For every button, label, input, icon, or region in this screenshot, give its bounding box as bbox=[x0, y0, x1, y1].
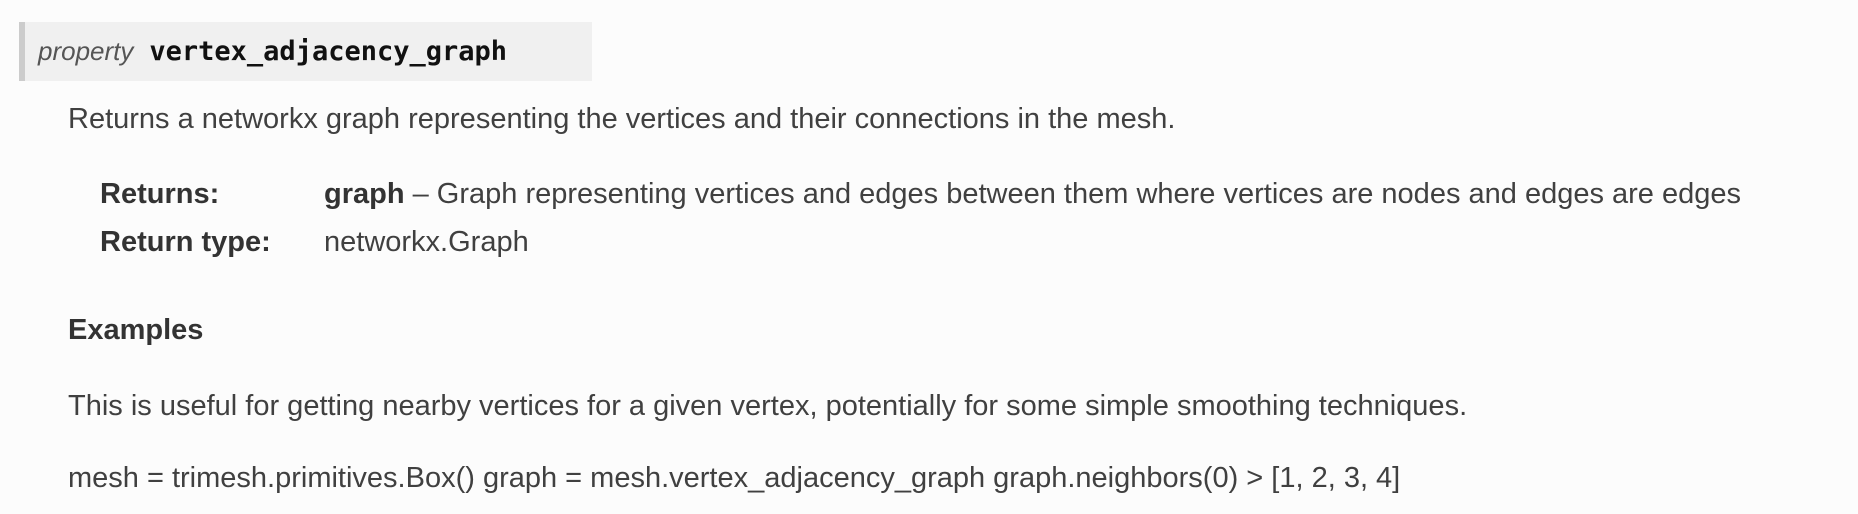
return-type-label: Return type: bbox=[100, 226, 271, 258]
examples-text: This is useful for getting nearby vertic… bbox=[68, 390, 1468, 422]
examples-heading: Examples bbox=[68, 314, 204, 346]
returns-name: graph bbox=[324, 178, 405, 210]
property-signature: property vertex_adjacency_graph bbox=[19, 22, 592, 81]
property-description: Returns a networkx graph representing th… bbox=[68, 103, 1176, 135]
returns-text: – Graph representing vertices and edges … bbox=[404, 178, 1741, 210]
field-list: Returns: graph – Graph representing vert… bbox=[100, 170, 1741, 266]
property-name: vertex_adjacency_graph bbox=[149, 36, 508, 67]
returns-body: graph – Graph representing vertices and … bbox=[324, 170, 1741, 218]
returns-field: Returns: graph – Graph representing vert… bbox=[100, 170, 1741, 218]
return-type-value: networkx.Graph bbox=[324, 226, 529, 258]
property-prefix: property bbox=[38, 36, 134, 66]
return-type-field: Return type: networkx.Graph bbox=[100, 218, 1741, 266]
example-code: mesh = trimesh.primitives.Box() graph = … bbox=[68, 462, 1401, 494]
returns-label: Returns: bbox=[100, 178, 220, 210]
